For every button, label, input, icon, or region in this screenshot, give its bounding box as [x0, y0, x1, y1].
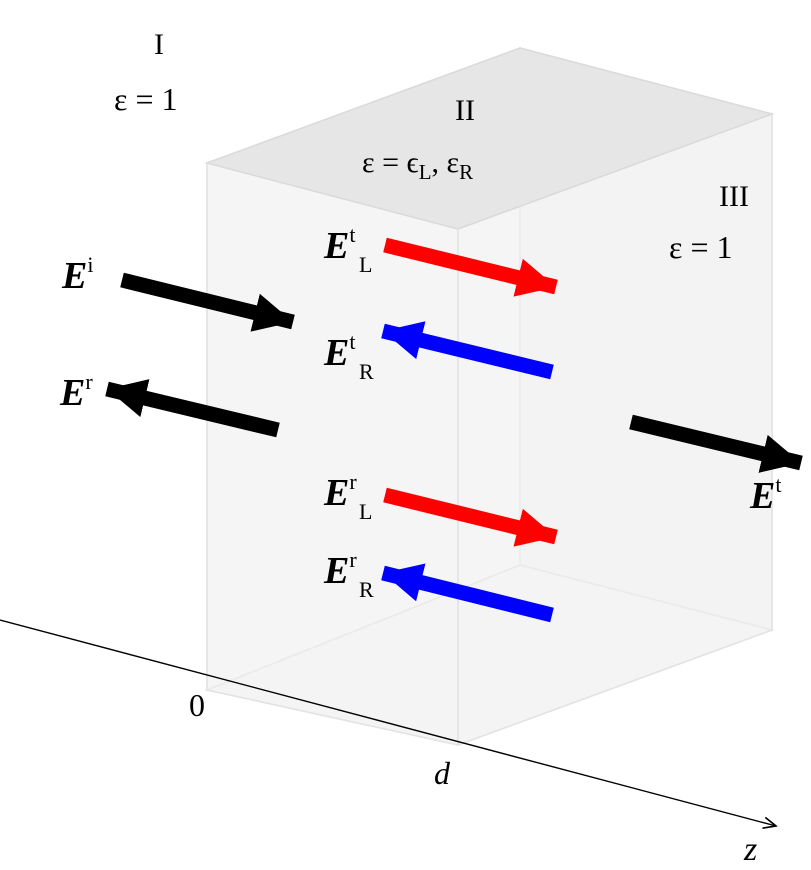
arrow-l-reflected	[383, 487, 558, 547]
arrow-l-transmitted	[383, 237, 558, 297]
z-axis-label: z	[743, 831, 757, 868]
region-i-eps: ε = 1	[114, 81, 177, 117]
label-e-r-transmitted: EtR	[323, 329, 374, 384]
arrow-transmitted	[629, 414, 803, 473]
region-iii-name: III	[719, 180, 749, 213]
slab-region-ii	[204, 46, 775, 747]
region-i-name: I	[154, 28, 164, 61]
label-e-transmitted: Et	[749, 472, 781, 517]
label-e-l-transmitted: EtL	[323, 222, 372, 277]
label-e-incident: Ei	[61, 252, 93, 297]
arrow-incident	[120, 272, 295, 332]
region-iii-eps: ε = 1	[669, 229, 732, 265]
region-ii-eps: ε = ϵL, εR	[362, 146, 473, 184]
label-e-l-reflected: ErL	[323, 469, 372, 524]
tick-label-d: d	[434, 755, 451, 791]
slab-top-face	[204, 47, 775, 230]
z-axis	[0, 619, 776, 826]
arrow-r-reflected	[381, 563, 554, 623]
tick-label-zero: 0	[189, 687, 205, 723]
arrow-r-transmitted	[381, 321, 554, 380]
arrow-reflected	[105, 379, 280, 438]
label-e-r-reflected: ErR	[323, 547, 374, 602]
label-e-reflected: Er	[59, 369, 93, 414]
region-ii-name: II	[455, 94, 475, 127]
